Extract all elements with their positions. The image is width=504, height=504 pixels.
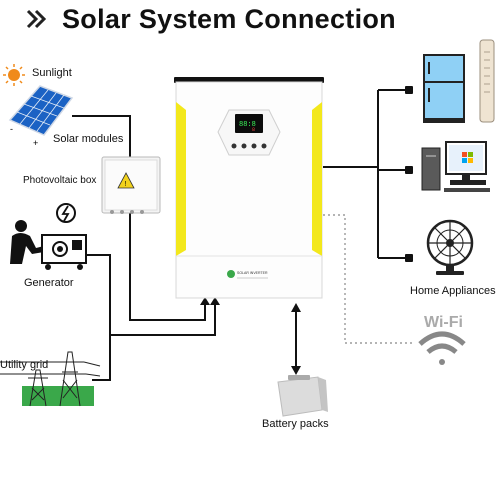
label-sunlight: Sunlight — [32, 67, 72, 79]
svg-text:+: + — [33, 138, 38, 148]
tower-fan-icon — [479, 39, 495, 123]
label-battery-packs: Battery packs — [262, 418, 329, 430]
generator-icon — [10, 203, 87, 270]
solar-panel-icon: - + — [8, 85, 74, 148]
utility-grid-icon — [0, 351, 101, 407]
double-chevron-icon — [26, 9, 47, 29]
arrow-up-icon — [200, 297, 210, 305]
arrow-up-icon — [210, 297, 220, 305]
arrow-down-icon — [291, 366, 301, 375]
label-home-appliances: Home Appliances — [410, 285, 496, 297]
table-fan-icon — [426, 219, 474, 275]
inverter-brand: SOLAR INVERTER — [237, 271, 268, 275]
arrow-up-icon — [291, 303, 301, 312]
sun-icon — [3, 64, 25, 86]
battery-pack-icon — [277, 375, 328, 417]
inverter-display — [235, 114, 263, 133]
label-utility-grid: Utility grid — [0, 359, 49, 371]
wifi-dotted-line — [323, 214, 412, 344]
label-photovoltaic-box: Photovoltaic box — [23, 175, 97, 186]
page-title: Solar System Connection — [62, 3, 396, 34]
wifi-icon — [418, 331, 466, 365]
connection-lines — [65, 89, 405, 381]
svg-text:8: 8 — [252, 127, 255, 133]
svg-text:-: - — [10, 124, 13, 134]
svg-text:!: ! — [125, 181, 127, 188]
arrowheads — [200, 297, 301, 375]
plug-icon — [405, 166, 413, 174]
inverter-unit: 88:8 8 SOLAR INVERTER — [174, 77, 324, 299]
plug-icons — [405, 86, 413, 262]
inverter-button — [231, 143, 237, 149]
plug-icon — [405, 86, 413, 94]
inverter-button — [261, 143, 267, 149]
plug-icon — [405, 254, 413, 262]
label-generator: Generator — [24, 277, 74, 289]
photovoltaic-box-icon: ! — [101, 156, 161, 214]
svg-text:88:8: 88:8 — [239, 121, 256, 129]
label-wifi: Wi-Fi — [424, 314, 463, 331]
label-solar-modules: Solar modules — [53, 133, 124, 145]
inverter-button — [251, 143, 257, 149]
inverter-button — [241, 143, 247, 149]
title-row: Solar System Connection — [26, 2, 396, 36]
refrigerator-icon — [423, 54, 465, 123]
computer-icon — [421, 141, 490, 192]
brand-logo-icon — [227, 270, 235, 278]
